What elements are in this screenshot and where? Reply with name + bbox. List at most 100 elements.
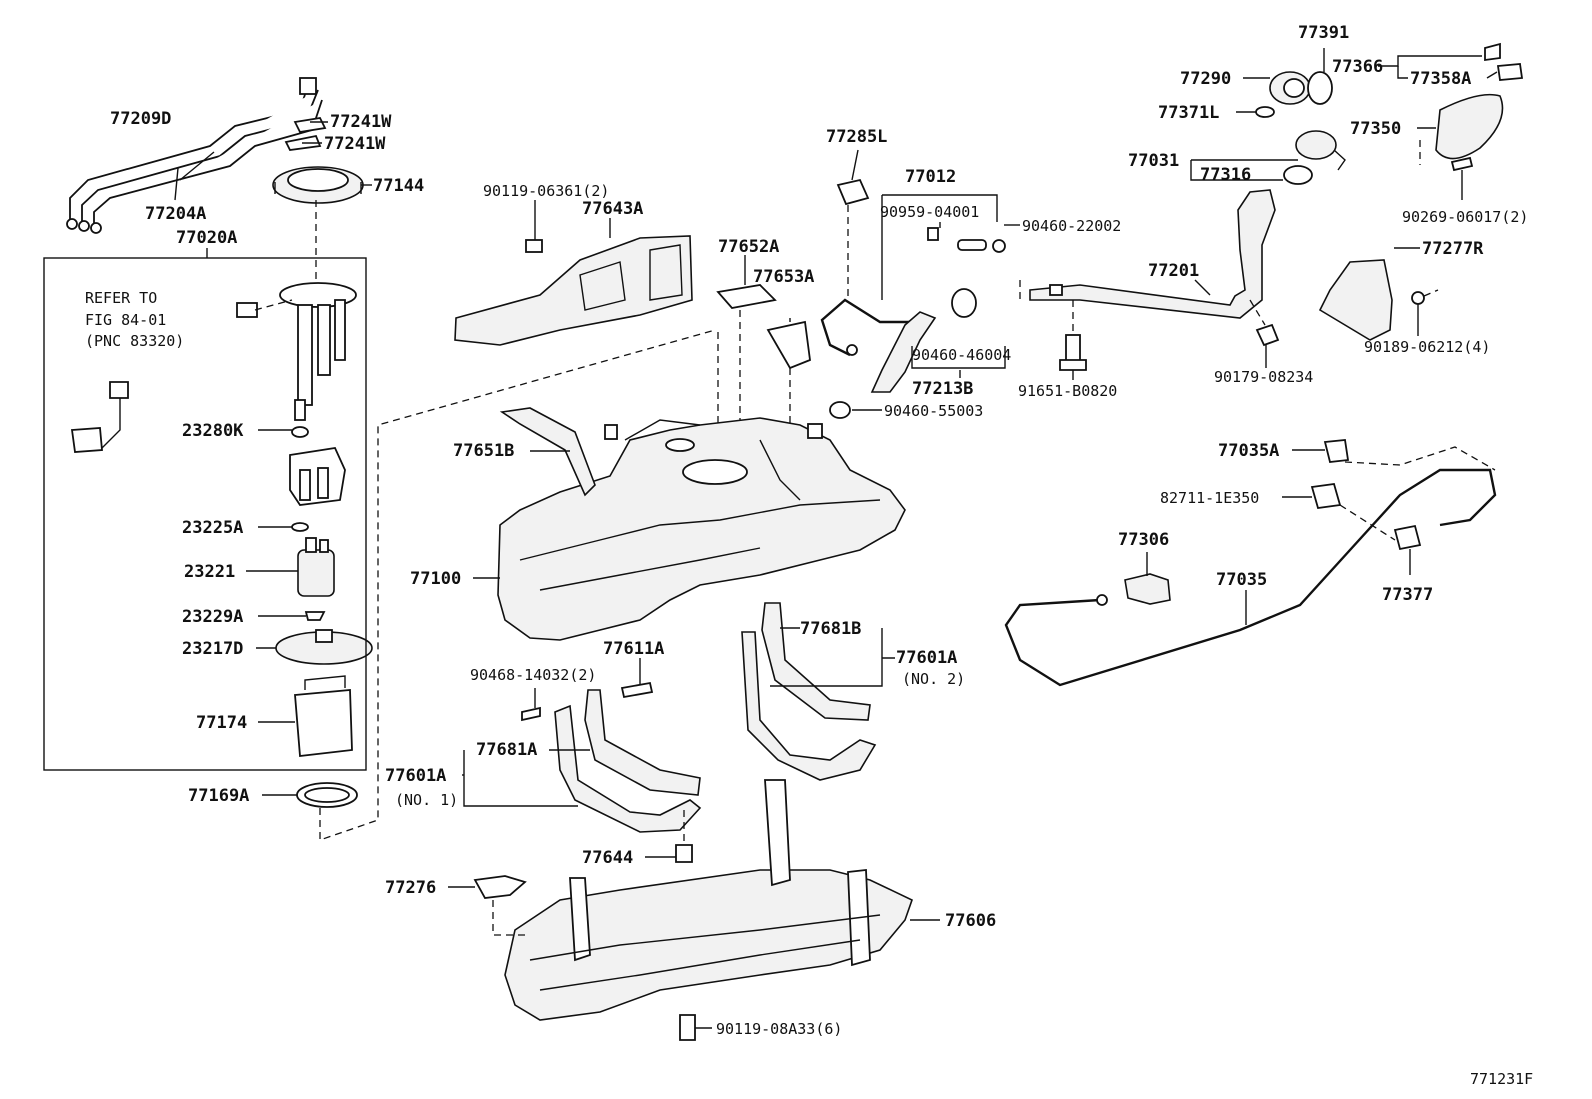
- label-90179-08234: 90179-08234: [1214, 368, 1313, 386]
- bolt-90189-06212: [1411, 291, 1425, 305]
- fuel-pump-group: [43, 77, 716, 841]
- label-77653A: 77653A: [753, 267, 814, 287]
- label-77213B: 77213B: [912, 379, 973, 399]
- label-77031: 77031: [1128, 151, 1179, 171]
- lock-77306: [1124, 573, 1171, 605]
- band-77601A-no1: [554, 704, 702, 833]
- label-23225A: 23225A: [182, 518, 243, 538]
- label-90460-22002: 90460-22002: [1022, 217, 1121, 235]
- clip-77358A: [1496, 63, 1524, 81]
- bolt-77644: [675, 844, 693, 863]
- clamp-90460-55003: [829, 401, 851, 419]
- label-77358A: 77358A: [1410, 69, 1471, 89]
- bolt-90468-14032: [521, 706, 541, 722]
- case-77174: [294, 675, 353, 758]
- label-77606: 77606: [945, 911, 996, 931]
- label-77316: 77316: [1200, 165, 1251, 185]
- label-90468-14032: 90468-14032(2): [470, 666, 596, 684]
- label-77611A: 77611A: [603, 639, 664, 659]
- band-77651B: [499, 407, 596, 497]
- label-77644: 77644: [582, 848, 633, 868]
- label-77371L: 77371L: [1158, 103, 1219, 123]
- housing-77290: [1269, 71, 1311, 105]
- label-77035A: 77035A: [1218, 441, 1279, 461]
- refer-note-line-1: REFER TO: [85, 289, 157, 307]
- fill-hose-77213B: [870, 288, 977, 393]
- gasket-77316: [1283, 165, 1313, 185]
- label-77651B: 77651B: [453, 441, 514, 461]
- label-90119-08A33: 90119-08A33(6): [716, 1020, 842, 1038]
- fuel-tank-77100: [497, 417, 906, 641]
- skid-plate-77606: [504, 779, 913, 1021]
- label-77241W-top: 77241W: [330, 112, 392, 132]
- filter-23280K: [291, 426, 309, 438]
- label-91651-B0820: 91651-B0820: [1018, 382, 1117, 400]
- bolt-90119-08A33: [679, 1014, 696, 1041]
- filter-23217D: [275, 629, 373, 665]
- label-77601A-no1: 77601A: [385, 766, 446, 786]
- band-77681B: [761, 602, 871, 721]
- label-90959-04001: 90959-04001: [880, 203, 979, 221]
- sender-gauge: [70, 381, 129, 453]
- o-ring-23225A: [291, 522, 309, 532]
- lock-ring-77144: [272, 166, 364, 204]
- assembly-box-77020A: [43, 257, 367, 771]
- bolt-91651-B0820: [1059, 334, 1087, 371]
- label-77035: 77035: [1216, 570, 1267, 590]
- label-23217D: 23217D: [182, 639, 243, 659]
- label-77020A: 77020A: [176, 228, 237, 248]
- fuel-door-77350: [1435, 93, 1504, 160]
- clip-77371L: [1255, 106, 1275, 118]
- pad-77652A: [716, 284, 777, 309]
- protector-77277R: [1318, 259, 1393, 341]
- label-77241W-bottom: 77241W: [324, 134, 386, 154]
- opener-cable-77035: [1004, 468, 1497, 687]
- part-labels: 77209D 77204A 77020A 77241W 77241W 77144…: [85, 23, 1533, 1088]
- label-77012: 77012: [905, 167, 956, 187]
- label-77306: 77306: [1118, 530, 1169, 550]
- label-23280K: 23280K: [182, 421, 244, 441]
- fuel-pump-module: [236, 282, 357, 421]
- label-77204A: 77204A: [145, 204, 206, 224]
- ring-77391: [1307, 71, 1333, 105]
- label-77366: 77366: [1332, 57, 1383, 77]
- label-no1: (NO. 1): [395, 791, 458, 809]
- clip-23229A: [304, 611, 326, 621]
- label-no2: (NO. 2): [902, 670, 965, 688]
- label-77643A: 77643A: [582, 199, 643, 219]
- label-77377: 77377: [1382, 585, 1433, 605]
- label-90460-55003: 90460-55003: [884, 402, 983, 420]
- vent-hose-77012: [820, 227, 1006, 357]
- fuel-line-77209D: [66, 77, 323, 234]
- label-77652A: 77652A: [718, 237, 779, 257]
- label-77209D: 77209D: [110, 109, 171, 129]
- jet-pump-body: [289, 447, 346, 506]
- label-77601A-no2: 77601A: [896, 648, 957, 668]
- label-82711-1E350: 82711-1E350: [1160, 489, 1259, 507]
- nut-90179-08234: [1255, 323, 1280, 347]
- bracket-77276: [473, 875, 527, 899]
- gasket-77169A: [296, 782, 358, 808]
- label-77144: 77144: [373, 176, 424, 196]
- label-77681A: 77681A: [476, 740, 537, 760]
- label-77100: 77100: [410, 569, 461, 589]
- clamp-82711-1E350: [1310, 483, 1342, 509]
- fuel-cap-77031: [1295, 130, 1346, 171]
- label-77174: 77174: [196, 713, 247, 733]
- label-90189-06212: 90189-06212(4): [1364, 338, 1490, 356]
- pad-77653A: [766, 320, 811, 370]
- label-77290: 77290: [1180, 69, 1231, 89]
- cushion-77285L: [836, 178, 870, 206]
- figure-code: 771231F: [1470, 1070, 1533, 1088]
- refer-note-line-3: (PNC 83320): [85, 332, 184, 350]
- label-77350: 77350: [1350, 119, 1401, 139]
- band-77681A: [584, 689, 701, 796]
- bolt-77611A: [620, 681, 654, 699]
- clamp-77035A: [1323, 439, 1350, 463]
- label-77276: 77276: [385, 878, 436, 898]
- label-23229A: 23229A: [182, 607, 243, 627]
- screw-90269-06017: [1450, 156, 1474, 172]
- protector-77643A: [454, 235, 693, 346]
